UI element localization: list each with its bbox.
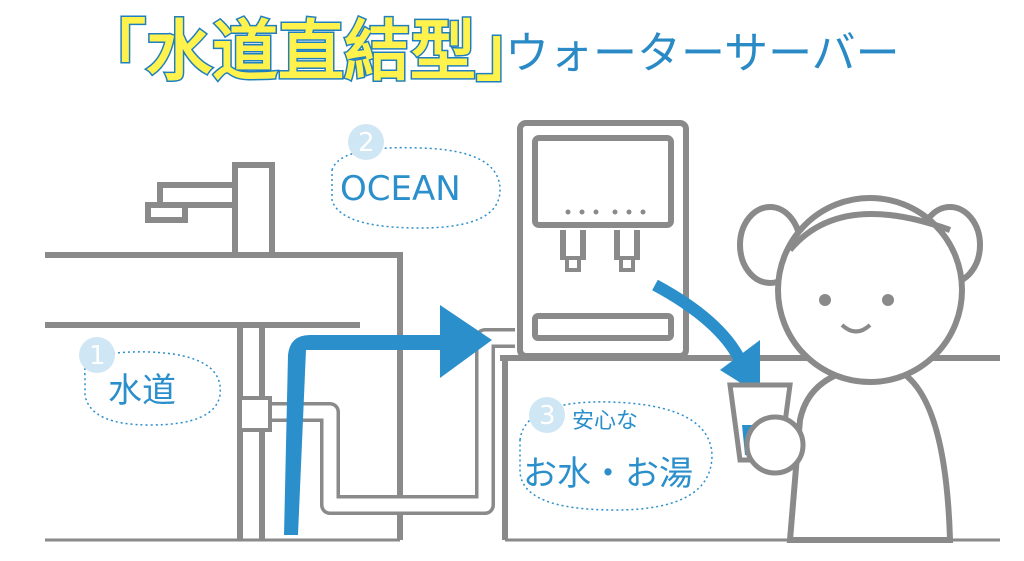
step-3-number: 3 [539,401,556,431]
title-sub: ウォーターサーバー [505,28,900,79]
flow-arrow-out [652,279,746,363]
step-1-label: 水道 [108,371,176,411]
arrow-head [720,340,760,395]
faucet-icon [145,162,275,252]
indicator-dots [565,209,646,215]
girl-illustration [737,195,983,543]
step-3-label-line1: 安心な [572,409,638,434]
step-3-label-line2: お水・お湯 [523,454,693,494]
step-3-bubble: 3 安心な お水・お湯 [519,397,713,511]
step-1-bubble: 1 水道 [79,337,221,426]
title-main: 「水道直結型」 [80,13,542,90]
step-2-number: 2 [358,128,375,158]
step-2-bubble: 2 OCEAN [331,124,501,229]
step-1-number: 1 [89,341,106,371]
sink-counter [45,252,403,542]
water-pipe [270,328,515,515]
flow-arrow-in [284,305,492,535]
water-server [517,120,689,359]
girl-face [819,294,894,334]
step-2-label: OCEAN [340,169,461,209]
cup [727,382,806,476]
valve [238,396,272,432]
